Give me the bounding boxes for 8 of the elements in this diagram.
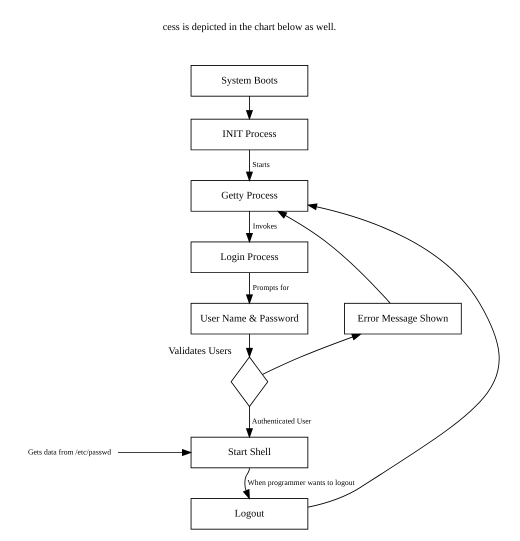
- edge-label: Authenticated User: [251, 416, 311, 426]
- node-text: Gets data from /etc/passwd: [28, 447, 111, 456]
- label: cess is depicted in the chart below as well.: [162, 22, 336, 33]
- node-label: Validates Users: [168, 346, 232, 358]
- edge-label: Invokes: [252, 221, 277, 230]
- edge-label: Starts: [252, 160, 270, 170]
- edge-label: When programmer wants to logout: [247, 478, 354, 488]
- edge-label: Prompts for: [252, 282, 289, 292]
